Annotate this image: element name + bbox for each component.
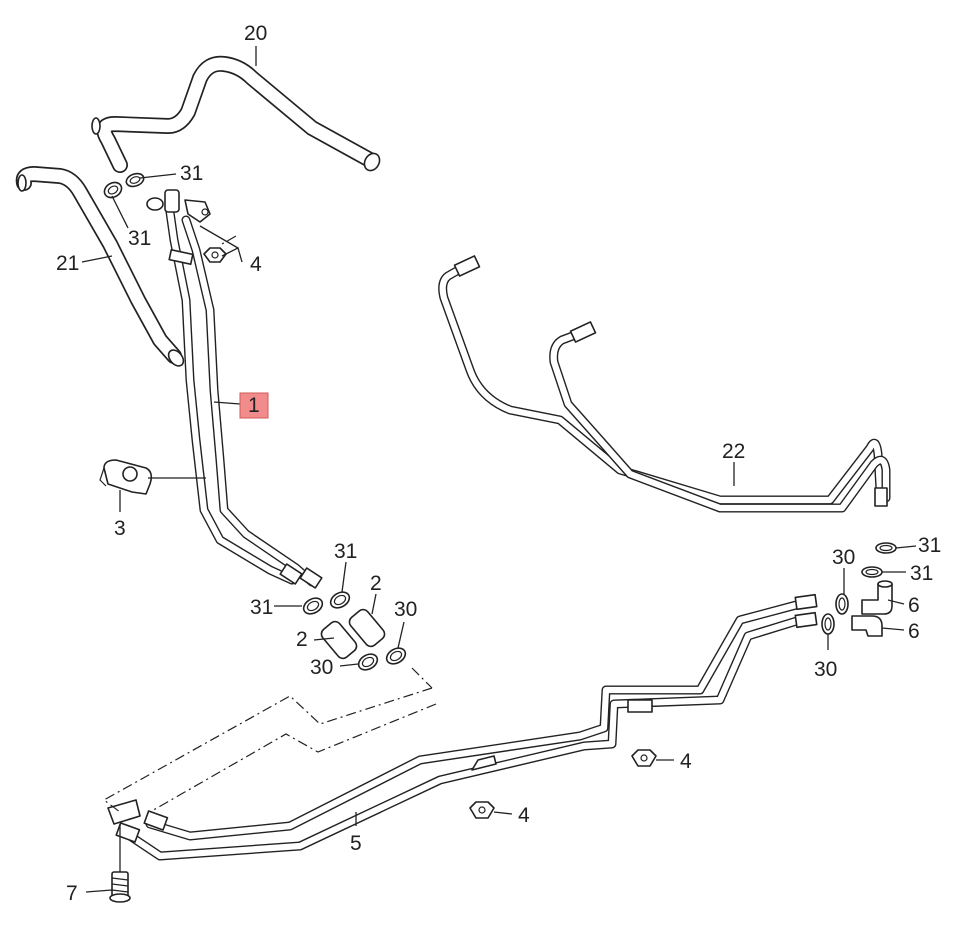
label-31-mid-left[interactable]: 31 [250,596,273,619]
label-31-top-right[interactable]: 31 [180,162,203,185]
elbow-6-upper [861,580,893,615]
label-21[interactable]: 21 [56,252,79,275]
nut-4-right [631,749,657,767]
connector-2-lower [320,620,358,660]
clamp-31-mid-b [302,597,324,615]
hose-21 [15,166,185,367]
clamp-31-right-a [875,542,897,554]
clamp-30-right-a [835,593,849,615]
part-labels: 20 31 31 4 21 1 3 22 31 31 2 31 30 2 30 … [56,22,941,905]
clamp-31-top-a [125,172,145,188]
label-2-lower[interactable]: 2 [296,628,308,651]
bracket-3 [99,459,153,495]
label-30-right-upper[interactable]: 30 [832,546,855,569]
clamp-30-right-b [821,613,835,635]
label-31-mid-upper[interactable]: 31 [334,540,357,563]
assembly-lines [102,235,437,813]
label-4-right[interactable]: 4 [680,750,692,773]
upper-fittings [146,189,211,223]
label-30-mid-left[interactable]: 30 [310,656,333,679]
label-3[interactable]: 3 [114,517,126,540]
clamp-30-mid-b [357,653,379,671]
label-1[interactable]: 1 [248,394,260,417]
bolt-7 [109,871,131,903]
label-7[interactable]: 7 [66,882,78,905]
label-20[interactable]: 20 [244,22,267,45]
connector-2-upper [348,608,386,648]
hose-20 [91,55,381,173]
label-31-right-upper[interactable]: 31 [918,534,941,557]
pipe-1 [165,207,323,589]
label-30-mid-right[interactable]: 30 [394,598,417,621]
label-6-lower[interactable]: 6 [908,620,920,643]
label-22[interactable]: 22 [722,440,745,463]
label-6-upper[interactable]: 6 [908,594,920,617]
label-2-upper[interactable]: 2 [370,572,382,595]
label-4-mid[interactable]: 4 [518,804,530,827]
pipe-22 [438,255,891,513]
clamp-31-top-b [103,181,123,199]
clamp-31-mid-a [329,591,351,609]
elbow-6-lower [851,615,883,637]
nut-4-top [203,247,227,263]
label-30-right-lower[interactable]: 30 [814,658,837,681]
nut-4-mid [469,801,495,819]
pipe-5 [107,593,818,861]
leader-lines [81,46,917,893]
clamp-30-mid-a [385,647,407,665]
label-4-top[interactable]: 4 [250,253,262,276]
clamp-31-right-b [861,566,883,578]
highlight-box-part-1[interactable] [239,392,269,419]
label-5[interactable]: 5 [350,832,362,855]
label-31-top-left[interactable]: 31 [128,227,151,250]
label-31-right-lower[interactable]: 31 [910,562,933,585]
